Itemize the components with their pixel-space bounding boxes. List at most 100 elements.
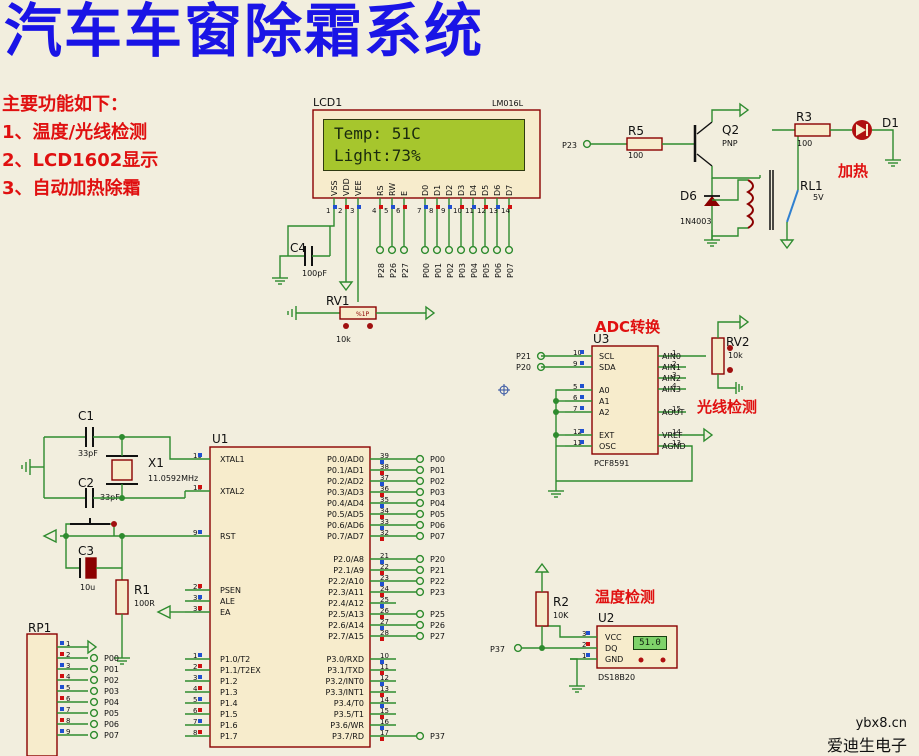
u1-pin-marker bbox=[380, 693, 384, 697]
d1-led-icon bbox=[856, 124, 866, 136]
lcd-pin-name: D0 bbox=[421, 185, 430, 196]
lcd-net-label: P07 bbox=[506, 263, 515, 278]
rv1-mark: %1P bbox=[356, 311, 370, 318]
u3-pin-name: AIN1 bbox=[662, 363, 681, 372]
u1-pin-number: 21 bbox=[380, 552, 389, 560]
lcd-net-label: P04 bbox=[470, 263, 479, 278]
u1-pin-marker bbox=[380, 571, 384, 575]
u1-pin-marker bbox=[198, 730, 202, 734]
q2-collector-wire bbox=[711, 166, 760, 179]
lcd-pin-name: E bbox=[400, 191, 409, 196]
u3-pin-name: SCL bbox=[599, 352, 615, 361]
q2-emitter bbox=[696, 121, 713, 135]
u1-pin-number: 12 bbox=[380, 674, 389, 682]
lcd-pin-marker bbox=[391, 205, 395, 209]
u3-agnd-wire bbox=[556, 445, 693, 482]
r1-ref: R1 bbox=[134, 583, 150, 597]
u3-pin-number: 7 bbox=[573, 405, 577, 413]
u1-pin-marker bbox=[380, 660, 384, 664]
rp1-net-label: P01 bbox=[104, 665, 119, 674]
r3-body bbox=[794, 123, 831, 137]
u3-pin-number: 2 bbox=[672, 360, 676, 368]
u1-pin-number: 18 bbox=[193, 484, 202, 492]
lcd-pin-name: D1 bbox=[433, 185, 442, 196]
u1-pin-number: 37 bbox=[380, 474, 389, 482]
u1-pin-marker bbox=[380, 560, 384, 564]
u1-pin-marker bbox=[198, 453, 202, 457]
rp1-pin-number: 4 bbox=[66, 673, 71, 681]
rv2-value: 10k bbox=[728, 351, 743, 360]
u1-pin-marker bbox=[198, 708, 202, 712]
rv1-pin-dot bbox=[367, 323, 373, 329]
u3-pin-number: 14 bbox=[672, 428, 681, 436]
lcd-pin-marker bbox=[424, 205, 428, 209]
u1-pin-number: 26 bbox=[380, 607, 389, 615]
rv1-value: 10k bbox=[336, 335, 351, 344]
u1-pin-name: P0.2/AD2 bbox=[327, 477, 364, 486]
u1-pin-name: P3.5/T1 bbox=[334, 710, 364, 719]
u2-pin-name: GND bbox=[605, 655, 623, 664]
u2-pin-marker bbox=[586, 642, 590, 646]
relay-wire bbox=[712, 227, 748, 237]
u2-pin-name: VCC bbox=[605, 633, 622, 642]
u3-pin-number: 4 bbox=[672, 382, 677, 390]
u1-net-label: P01 bbox=[430, 466, 445, 475]
lcd-net-terminal bbox=[456, 245, 466, 255]
u3-part: PCF8591 bbox=[594, 459, 629, 468]
u3-pin-number: 3 bbox=[672, 371, 676, 379]
rp1-pin-number: 9 bbox=[66, 728, 70, 736]
rp1-net-terminal bbox=[89, 730, 99, 740]
lcd-pin-marker bbox=[436, 205, 440, 209]
rv2-top-wire bbox=[717, 321, 740, 338]
u1-pin-number: 16 bbox=[380, 718, 389, 726]
r5-input-terminal bbox=[582, 139, 592, 149]
u3-pin-name: AOUT bbox=[662, 408, 684, 417]
lcd-pin-number: 12 bbox=[477, 207, 486, 215]
u1-pin-number: 2 bbox=[193, 663, 197, 671]
u2-pin-marker bbox=[586, 631, 590, 635]
lcd-net-terminal bbox=[504, 245, 514, 255]
u1-pin-number: 38 bbox=[380, 463, 389, 471]
lcd-pin-marker bbox=[333, 205, 337, 209]
lcd-screen: Temp: 51C Light:73% bbox=[323, 119, 525, 171]
u1-pin-marker bbox=[380, 726, 384, 730]
u1-pin-name: P3.2/INT0 bbox=[325, 677, 364, 686]
u3-pin-name: EXT bbox=[599, 431, 614, 440]
rp1-net-terminal bbox=[89, 686, 99, 696]
x1-ref: X1 bbox=[148, 456, 164, 470]
rv2-ref: RV2 bbox=[726, 335, 750, 349]
u1-pin-name: P3.6/WR bbox=[330, 721, 364, 730]
u1-body bbox=[209, 446, 371, 748]
r3-ref: R3 bbox=[796, 110, 812, 124]
u3-pin-marker bbox=[580, 384, 584, 388]
u1-pin-name: P3.1/TXD bbox=[327, 666, 364, 675]
u2-vcc-wire bbox=[541, 625, 570, 638]
rp1-pin-marker bbox=[60, 641, 64, 645]
c2-ref: C2 bbox=[78, 476, 94, 490]
r5-body bbox=[626, 137, 663, 151]
x1-wire bbox=[122, 436, 185, 460]
q2-ref: Q2 bbox=[722, 123, 739, 137]
rp1-pin-number: 1 bbox=[66, 640, 70, 648]
lcd-line-2: Light:73% bbox=[334, 146, 421, 165]
u1-net-label: P26 bbox=[430, 621, 445, 630]
u1-pin-name: P1.5 bbox=[220, 710, 238, 719]
rv1-power-symbol bbox=[425, 305, 436, 321]
lcd-net-terminal bbox=[480, 245, 490, 255]
u1-net-label: P02 bbox=[430, 477, 445, 486]
rv2-pin-dot bbox=[727, 345, 733, 351]
u1-ref: U1 bbox=[212, 432, 228, 446]
c3-value: 10u bbox=[80, 583, 95, 592]
lcd-pin-number: 1 bbox=[326, 207, 330, 215]
u1-pin-name: RST bbox=[220, 532, 236, 541]
u1-net-label: P27 bbox=[430, 632, 445, 641]
u1-pin-name: P1.2 bbox=[220, 677, 238, 686]
lcd-pin-number: 7 bbox=[417, 207, 421, 215]
u1-pin-name: ALE bbox=[220, 597, 235, 606]
rp1-net-terminal bbox=[89, 675, 99, 685]
u1-pin-number: 10 bbox=[380, 652, 389, 660]
watermark-brand: 爱迪生电子 bbox=[826, 736, 907, 755]
lcd-net-label: P27 bbox=[401, 263, 410, 278]
u1-pin-marker bbox=[380, 493, 384, 497]
rp1-pin-marker bbox=[60, 674, 64, 678]
